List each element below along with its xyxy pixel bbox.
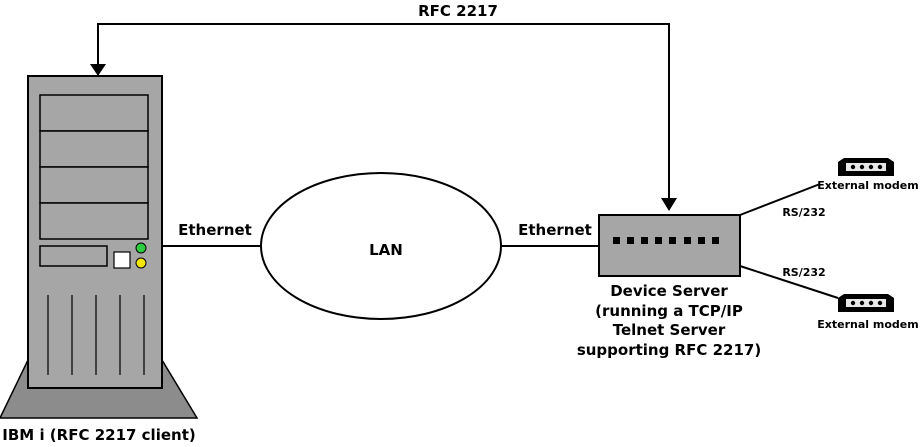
lan-cloud: LAN [260, 172, 502, 320]
status-led-yellow-icon [135, 257, 147, 269]
drive-bay [39, 130, 149, 168]
arrow-to-client-icon [90, 64, 106, 76]
drive-bay [39, 166, 149, 204]
drive-bay [39, 202, 149, 240]
ethernet-label-right: Ethernet [518, 221, 592, 239]
rs232-line-bottom [739, 265, 839, 299]
rs232-label-bottom: RS/232 [782, 266, 825, 279]
modem-icon [838, 158, 894, 176]
external-modem-bottom: External modem [817, 294, 919, 331]
device-server-label-line4: supporting RFC 2217) [577, 341, 761, 359]
power-button [113, 251, 131, 269]
external-modem-label: External modem [817, 318, 918, 331]
client-label: IBM i (RFC 2217 client) [2, 426, 195, 444]
rfc2217-link: RFC 2217 [90, 2, 677, 211]
external-modem-top: External modem [817, 158, 919, 192]
rs232-label-top: RS/232 [782, 206, 825, 219]
ethernet-links: Ethernet Ethernet [162, 221, 599, 247]
ethernet-label-left: Ethernet [178, 221, 252, 239]
rfc2217-label: RFC 2217 [418, 2, 498, 20]
arrow-to-device-server-icon [661, 198, 677, 211]
optical-drive [39, 245, 108, 267]
vent-slots [47, 295, 145, 375]
device-server-box [598, 214, 741, 277]
external-modem-label: External modem [817, 179, 918, 192]
device-server-label-line3: Telnet Server [613, 321, 726, 339]
ibm-i-server: IBM i (RFC 2217 client) [0, 75, 199, 444]
lan-ellipse [260, 172, 502, 320]
rs232-links: RS/232 RS/232 [739, 183, 839, 299]
device-server-ports [613, 237, 719, 244]
status-led-green-icon [135, 242, 147, 254]
device-server-label-line2: (running a TCP/IP [595, 302, 743, 320]
modem-icon [838, 294, 894, 312]
lan-label: LAN [369, 241, 403, 259]
device-server: Device Server (running a TCP/IP Telnet S… [577, 214, 761, 359]
device-server-label-line1: Device Server [610, 282, 728, 300]
rs232-line-top [739, 183, 821, 216]
drive-bay [39, 94, 149, 132]
